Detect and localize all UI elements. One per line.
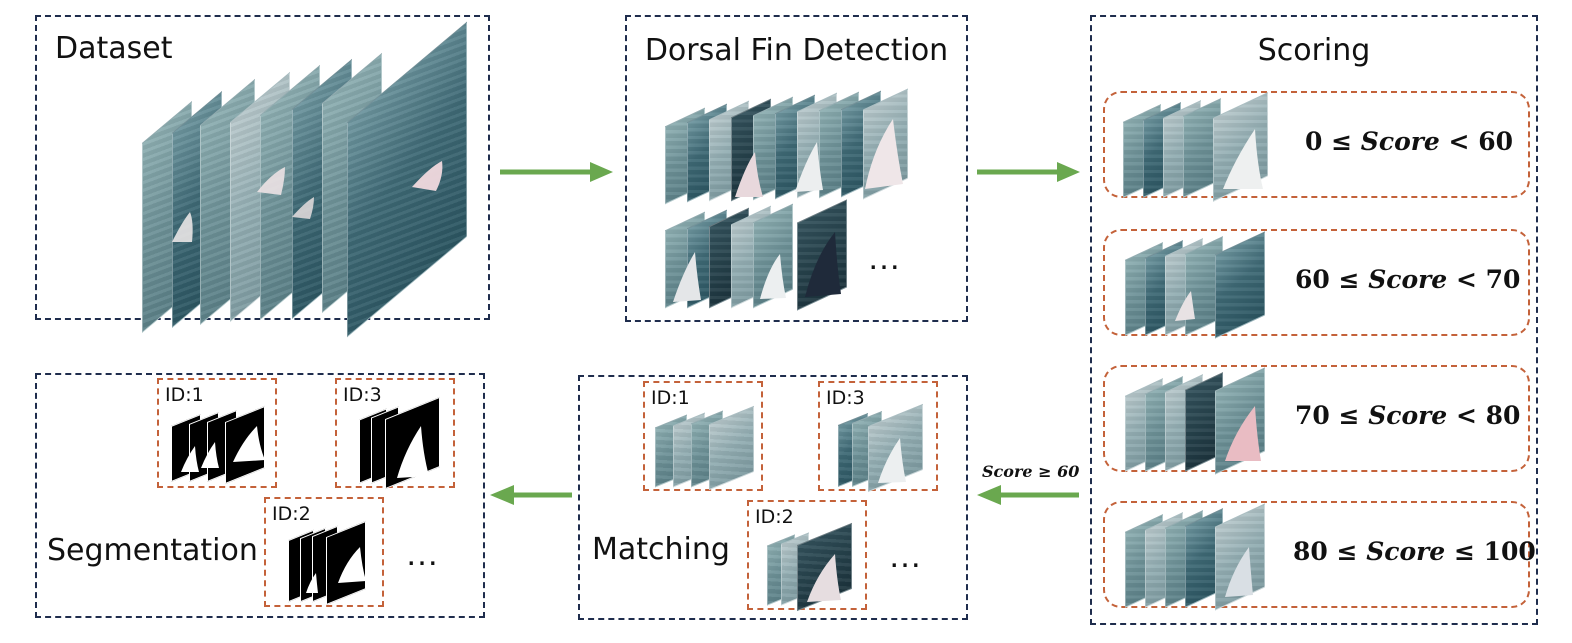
fin-mask-icon xyxy=(397,426,429,478)
id-label: ID:1 xyxy=(165,384,204,406)
matching-more: … xyxy=(888,537,926,575)
score-bin-images xyxy=(1125,503,1275,611)
fin-mask-icon xyxy=(181,426,265,472)
detection-title: Dorsal Fin Detection xyxy=(644,33,949,68)
score-hi: 60 xyxy=(1478,127,1514,156)
score-op2: < xyxy=(1455,401,1477,430)
score-hi: 80 xyxy=(1485,401,1521,430)
score-bin-70-80: 70 ≤ Score < 80 xyxy=(1103,365,1530,475)
dolphin-fin-icon xyxy=(807,554,841,602)
segmentation-masks xyxy=(288,520,378,606)
score-op2: < xyxy=(1455,265,1477,294)
id-label: ID:3 xyxy=(343,384,382,406)
dolphin-fin-icon xyxy=(1223,129,1263,189)
matching-title: Matching xyxy=(592,532,730,567)
score-op1: ≤ xyxy=(1336,537,1358,566)
detection-more: … xyxy=(867,239,905,277)
score-lo: 70 xyxy=(1295,401,1330,430)
filter-value: 60 xyxy=(1057,462,1080,481)
score-lo: 80 xyxy=(1293,537,1328,566)
dataset-image-stack xyxy=(142,21,482,338)
score-lo: 0 xyxy=(1305,127,1323,156)
score-bin-0-60: 0 ≤ Score < 60 xyxy=(1103,91,1530,202)
id-label: ID:1 xyxy=(651,387,690,409)
score-filter-condition: Score ≥ 60 xyxy=(982,462,1079,481)
score-hi: 100 xyxy=(1483,537,1536,566)
score-lo: 60 xyxy=(1295,265,1330,294)
score-bin-images xyxy=(1125,367,1275,475)
segmentation-panel: Segmentation ID:1 ID:3 ID:2 xyxy=(35,373,485,618)
dolphin-fin-icon xyxy=(1225,547,1253,597)
matching-images xyxy=(838,403,933,493)
matching-group-id1: ID:1 xyxy=(643,381,763,491)
dolphin-fin-icon xyxy=(1225,406,1261,461)
segmentation-group-id1: ID:1 xyxy=(157,378,277,488)
scoring-title: Scoring xyxy=(1257,33,1371,68)
id-label: ID:2 xyxy=(755,506,794,528)
matching-panel: Matching ID:1 ID:3 ID:2 xyxy=(578,375,968,620)
filter-op: ≥ xyxy=(1038,462,1052,481)
id-label: ID:2 xyxy=(272,503,311,525)
score-op1: ≤ xyxy=(1338,401,1360,430)
fin-mask-icon xyxy=(306,547,366,593)
segmentation-group-id3: ID:3 xyxy=(335,378,455,490)
matching-group-id2: ID:2 xyxy=(747,500,867,612)
id-label: ID:3 xyxy=(826,387,865,409)
score-var: Score xyxy=(1368,265,1448,294)
score-op1: ≤ xyxy=(1338,265,1360,294)
segmentation-group-id2: ID:2 xyxy=(264,497,384,607)
score-var: Score xyxy=(1366,537,1446,566)
score-hi: 70 xyxy=(1485,265,1521,294)
dolphin-fin-icon xyxy=(172,161,443,242)
dolphin-fin-icon xyxy=(673,232,841,302)
dataset-title: Dataset xyxy=(55,31,173,66)
arrow-to-scoring xyxy=(977,162,1080,182)
score-bin-images xyxy=(1125,231,1275,339)
score-op1: ≤ xyxy=(1331,127,1353,156)
arrow-to-matching xyxy=(977,485,1079,505)
score-bin-label: 60 ≤ Score < 70 xyxy=(1295,265,1520,294)
detection-fin-crops-row1 xyxy=(665,88,935,207)
score-op2: < xyxy=(1448,127,1470,156)
score-bin-80-100: 80 ≤ Score ≤ 100 xyxy=(1103,501,1536,611)
score-bin-label: 80 ≤ Score ≤ 100 xyxy=(1293,537,1536,566)
score-bin-60-70: 60 ≤ Score < 70 xyxy=(1103,229,1530,339)
dolphin-fin-icon xyxy=(1175,291,1195,321)
score-bin-images xyxy=(1123,92,1273,202)
score-bin-label: 0 ≤ Score < 60 xyxy=(1305,127,1513,156)
filter-var: Score xyxy=(982,462,1033,481)
matching-images xyxy=(655,405,760,491)
segmentation-masks xyxy=(359,396,449,490)
dolphin-fin-icon xyxy=(735,119,903,197)
score-var: Score xyxy=(1360,127,1440,156)
segmentation-more: … xyxy=(405,535,443,573)
detection-panel: Dorsal Fin Detection … xyxy=(625,15,968,322)
detection-fin-crops-row2 xyxy=(665,199,865,311)
segmentation-title: Segmentation xyxy=(47,533,258,568)
arrow-to-detection xyxy=(500,162,613,182)
scoring-panel: Scoring 0 ≤ Score < 60 xyxy=(1090,15,1538,625)
segmentation-masks xyxy=(171,405,271,485)
score-bin-label: 70 ≤ Score < 80 xyxy=(1295,401,1520,430)
score-var: Score xyxy=(1368,401,1448,430)
dataset-panel: Dataset xyxy=(35,15,490,338)
matching-group-id3: ID:3 xyxy=(818,381,938,493)
dolphin-fin-icon xyxy=(878,438,906,483)
score-op2: ≤ xyxy=(1453,537,1475,566)
arrow-to-segmentation xyxy=(490,485,572,505)
matching-images xyxy=(767,522,862,612)
